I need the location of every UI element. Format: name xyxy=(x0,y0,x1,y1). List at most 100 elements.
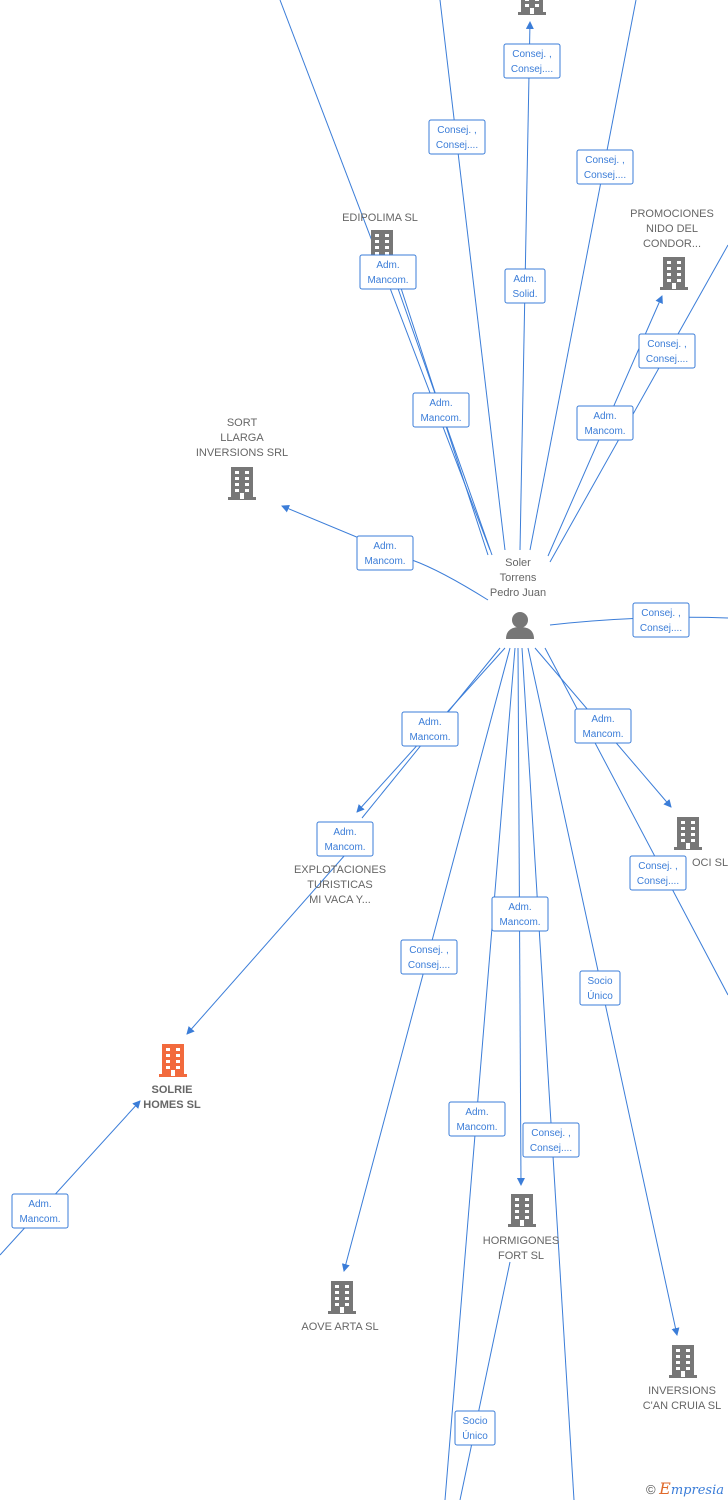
svg-text:Mancom.: Mancom. xyxy=(409,732,450,743)
edge-label[interactable]: Socio Único xyxy=(454,1410,496,1446)
node-inversions[interactable]: INVERSIONS C'AN CRUIA SL xyxy=(643,1345,722,1412)
svg-text:Adm.: Adm. xyxy=(376,260,399,271)
node-oci[interactable]: OCI SL xyxy=(674,817,728,869)
edge-label[interactable]: Socio Único xyxy=(579,970,621,1006)
edge-consej-1 xyxy=(439,0,506,551)
svg-text:Mancom.: Mancom. xyxy=(499,917,540,928)
company-label: HORMIGONES xyxy=(483,1235,559,1247)
edge-label[interactable]: Consej. , Consej.... xyxy=(632,602,690,638)
company-label: C'AN CRUIA SL xyxy=(643,1400,722,1412)
svg-text:Consej. ,: Consej. , xyxy=(531,1128,570,1139)
svg-text:Único: Único xyxy=(462,1429,488,1442)
building-icon xyxy=(660,257,688,290)
building-icon xyxy=(328,1281,356,1314)
svg-text:Mancom.: Mancom. xyxy=(19,1214,60,1225)
edge-label[interactable]: Adm. Mancom. xyxy=(359,254,417,290)
company-label: FORT SL xyxy=(498,1250,544,1262)
node-solrie[interactable]: SOLRIE HOMES SL xyxy=(143,1044,201,1111)
svg-text:Consej. ,: Consej. , xyxy=(409,945,448,956)
copyright-symbol: © xyxy=(645,1482,656,1497)
building-icon xyxy=(508,1194,536,1227)
edge-solrie-from-explo xyxy=(186,854,346,1035)
company-label: CONDOR... xyxy=(643,238,701,250)
person-icon xyxy=(506,612,534,639)
company-label: NIDO DEL xyxy=(646,223,698,235)
svg-text:Mancom.: Mancom. xyxy=(456,1122,497,1133)
svg-text:Consej. ,: Consej. , xyxy=(585,155,624,166)
edge-label[interactable]: Adm. Mancom. xyxy=(576,405,634,441)
company-label: EDIPOLIMA SL xyxy=(342,212,418,224)
node-hormigones[interactable]: HORMIGONES FORT SL xyxy=(483,1194,559,1262)
svg-text:Consej....: Consej.... xyxy=(640,623,682,634)
svg-text:Solid.: Solid. xyxy=(512,289,537,300)
brand-name: mpresia xyxy=(670,1483,724,1498)
edge-label[interactable]: Adm. Mancom. xyxy=(412,392,470,428)
edge-bottom-1 xyxy=(444,647,516,1500)
node-aove[interactable]: AOVE ARTA SL xyxy=(301,1281,379,1333)
node-center-person[interactable]: Soler Torrens Pedro Juan xyxy=(490,557,546,639)
svg-text:Adm.: Adm. xyxy=(373,541,396,552)
svg-text:Consej. ,: Consej. , xyxy=(641,608,680,619)
company-label: MI VACA Y... xyxy=(309,894,371,906)
svg-text:Adm.: Adm. xyxy=(333,827,356,838)
edge-label[interactable]: Consej. , Consej.... xyxy=(428,119,486,155)
edge-labels: Consej. , Consej.... Consej. , Consej...… xyxy=(11,43,696,1446)
company-label: LLARGA xyxy=(220,432,264,444)
svg-text:Mancom.: Mancom. xyxy=(364,556,405,567)
node-promociones[interactable]: PROMOCIONES NIDO DEL CONDOR... xyxy=(630,208,714,290)
edge-label[interactable]: Adm. Mancom. xyxy=(401,711,459,747)
building-icon xyxy=(669,1345,697,1378)
company-label: PROMOCIONES xyxy=(630,208,714,220)
company-label: EXPLOTACIONES xyxy=(294,864,386,876)
svg-text:Consej. ,: Consej. , xyxy=(638,861,677,872)
person-label: Torrens xyxy=(500,572,537,584)
company-label: AOVE ARTA SL xyxy=(301,1321,378,1333)
edge-consej-2 xyxy=(529,0,637,551)
node-explotaciones[interactable]: EXPLOTACIONES TURISTICAS MI VACA Y... xyxy=(294,864,386,906)
svg-text:Adm.: Adm. xyxy=(465,1107,488,1118)
svg-text:Adm.: Adm. xyxy=(593,411,616,422)
svg-text:Adm.: Adm. xyxy=(429,398,452,409)
edge-label[interactable]: Adm. Mancom. xyxy=(316,821,374,857)
svg-text:Consej....: Consej.... xyxy=(584,170,626,181)
brand-initial: E xyxy=(659,1479,671,1498)
node-top[interactable] xyxy=(518,0,546,15)
svg-text:Mancom.: Mancom. xyxy=(324,842,365,853)
edge-label[interactable]: Adm. Mancom. xyxy=(491,896,549,932)
edge-label[interactable]: Adm. Mancom. xyxy=(448,1101,506,1137)
svg-text:Adm.: Adm. xyxy=(513,274,536,285)
svg-text:Único: Único xyxy=(587,989,613,1002)
company-label: TURISTICAS xyxy=(307,879,372,891)
svg-text:Mancom.: Mancom. xyxy=(584,426,625,437)
svg-text:Consej....: Consej.... xyxy=(408,960,450,971)
svg-text:Socio: Socio xyxy=(587,976,612,987)
svg-text:Adm.: Adm. xyxy=(508,902,531,913)
edge-label[interactable]: Adm. Mancom. xyxy=(356,535,414,571)
edge-label[interactable]: Consej. , Consej.... xyxy=(503,43,561,79)
edge-label[interactable]: Adm. Mancom. xyxy=(11,1193,69,1229)
svg-text:Adm.: Adm. xyxy=(591,714,614,725)
edge-label[interactable]: Consej. , Consej.... xyxy=(522,1122,580,1158)
edge-label[interactable]: Consej. , Consej.... xyxy=(629,855,687,891)
edge-label[interactable]: Consej. , Consej.... xyxy=(638,333,696,369)
svg-text:Consej....: Consej.... xyxy=(646,354,688,365)
company-label: INVERSIONS xyxy=(648,1385,716,1397)
svg-text:Consej....: Consej.... xyxy=(530,1143,572,1154)
person-label: Pedro Juan xyxy=(490,587,546,599)
edge-far-right-top xyxy=(549,244,728,563)
svg-text:Consej. ,: Consej. , xyxy=(437,125,476,136)
edge-bottom-2 xyxy=(521,647,575,1500)
svg-text:Mancom.: Mancom. xyxy=(420,413,461,424)
edge-label[interactable]: Consej. , Consej.... xyxy=(576,149,634,185)
edge-label[interactable]: Consej. , Consej.... xyxy=(400,939,458,975)
edge-label[interactable]: Adm. Solid. xyxy=(504,268,546,304)
edge-label[interactable]: Adm. Mancom. xyxy=(574,708,632,744)
building-icon xyxy=(159,1044,187,1077)
svg-text:Mancom.: Mancom. xyxy=(582,729,623,740)
svg-text:Consej. ,: Consej. , xyxy=(512,49,551,60)
person-label: Soler xyxy=(505,557,531,569)
node-edipolima[interactable]: EDIPOLIMA SL xyxy=(342,212,418,263)
footer-brand: © Empresia xyxy=(646,1479,724,1498)
node-sort[interactable]: SORT LLARGA INVERSIONS SRL xyxy=(196,417,288,500)
